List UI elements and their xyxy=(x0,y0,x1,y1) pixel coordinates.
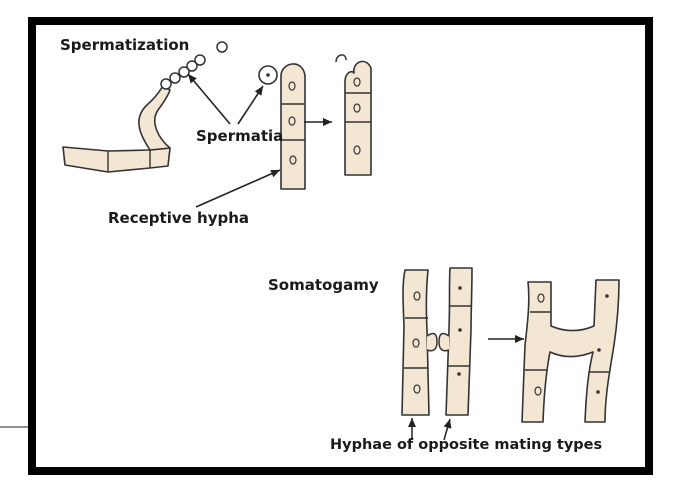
label-spermatia: Spermatia xyxy=(196,127,283,145)
attached-spermatium xyxy=(259,66,277,84)
figure-frame xyxy=(32,21,649,471)
label-opposite-mating-types: Hyphae of opposite mating types xyxy=(330,437,602,453)
label-somatogamy: Somatogamy xyxy=(268,276,379,294)
label-receptive-hypha: Receptive hypha xyxy=(108,209,249,227)
label-spermatization: Spermatization xyxy=(60,36,189,54)
